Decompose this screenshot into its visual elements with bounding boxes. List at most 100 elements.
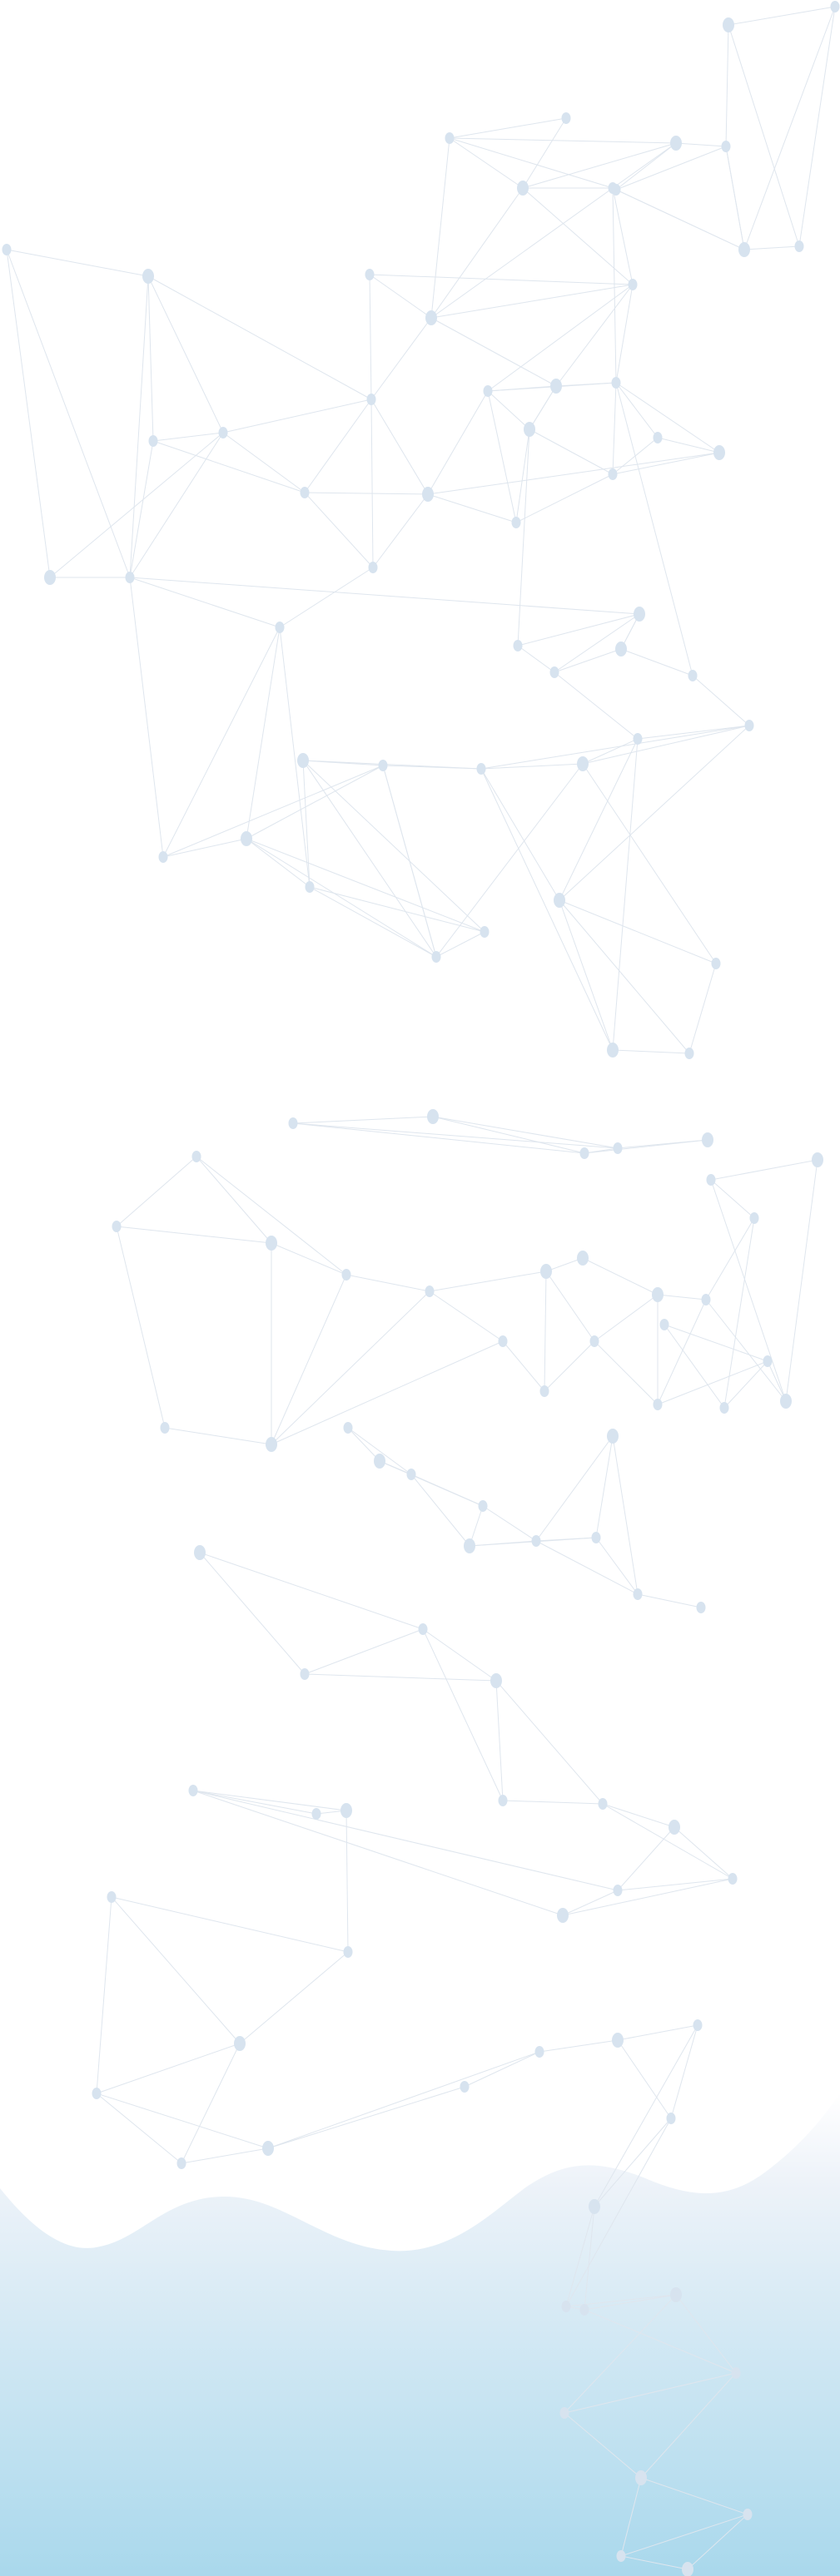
network-node <box>612 2033 624 2048</box>
network-node <box>539 1385 549 1397</box>
network-edge <box>728 6 836 26</box>
network-node <box>513 640 523 651</box>
network-edge <box>96 2093 182 2164</box>
network-node <box>577 756 589 771</box>
network-edge <box>612 142 677 189</box>
network-edge <box>785 1159 818 1402</box>
network-edge <box>612 187 745 250</box>
network-node <box>670 136 682 151</box>
network-edge <box>612 382 617 475</box>
network-edge <box>129 577 164 858</box>
network-edge <box>559 738 639 901</box>
network-node <box>343 1946 353 1958</box>
network-edge <box>615 382 693 676</box>
network-edge <box>495 1680 604 1805</box>
network-edge <box>657 1294 707 1300</box>
network-edge <box>529 385 557 430</box>
network-edge <box>564 2294 677 2414</box>
network-edge <box>246 765 384 840</box>
network-edge <box>615 382 720 453</box>
network-node <box>550 379 562 394</box>
network-edge <box>515 473 614 523</box>
network-edge <box>302 760 485 933</box>
network-edge <box>640 2477 748 2515</box>
network-edge <box>116 1226 166 1429</box>
network-edge <box>192 1790 317 1815</box>
network-edge <box>6 249 51 578</box>
network-edge <box>129 577 640 615</box>
network-node <box>365 269 375 280</box>
network-node <box>305 881 315 893</box>
network-edge <box>129 440 154 578</box>
network-edge <box>705 1217 755 1300</box>
network-edge <box>480 768 560 901</box>
network-node <box>554 893 565 908</box>
network-node <box>579 2304 589 2316</box>
network-edge <box>487 284 634 392</box>
network-node <box>191 1151 201 1162</box>
network-edge <box>116 1156 197 1227</box>
network-edge <box>410 1474 484 1507</box>
network-node <box>266 1437 277 1452</box>
network-node <box>107 1891 117 1903</box>
network-node <box>218 427 228 438</box>
network-node <box>540 1264 552 1279</box>
network-edge <box>565 2206 595 2307</box>
network-edge <box>435 763 584 958</box>
network-node <box>427 1109 439 1124</box>
network-edge <box>565 2118 672 2307</box>
network-edge <box>670 2024 698 2119</box>
network-node <box>158 851 168 863</box>
network-edge <box>555 284 634 387</box>
network-edge <box>410 1474 470 1547</box>
network-edge <box>535 1537 597 1542</box>
network-edge <box>535 1435 614 1542</box>
network-node <box>702 1132 713 1147</box>
network-edge <box>430 187 524 319</box>
network-node <box>561 2301 571 2312</box>
network-edge <box>347 1427 380 1462</box>
network-edge <box>199 1552 306 1675</box>
network-edge <box>369 274 432 319</box>
network-edge <box>798 6 836 247</box>
network-edge <box>449 137 524 189</box>
network-edge <box>487 390 530 430</box>
network-edge <box>222 399 372 433</box>
network-node <box>738 242 750 257</box>
network-edge <box>743 245 800 250</box>
network-node <box>524 422 535 437</box>
network-edge <box>522 142 677 189</box>
network-edge <box>422 1628 497 1682</box>
network-node <box>561 112 571 124</box>
network-edge <box>304 492 374 568</box>
network-node <box>262 2141 274 2156</box>
network-node <box>608 182 618 194</box>
network-edge <box>429 1271 547 1292</box>
network-node <box>744 720 754 731</box>
network-edge <box>6 249 131 578</box>
network-edge <box>582 725 750 765</box>
network-edge <box>449 117 567 139</box>
network-edge <box>522 117 567 189</box>
network-node <box>176 2157 186 2169</box>
network-edge <box>429 1290 504 1342</box>
network-edge <box>302 760 437 958</box>
network-edge <box>345 1810 349 1953</box>
network-edge <box>594 2118 672 2207</box>
network-edge <box>559 725 750 901</box>
network-edge <box>517 645 555 673</box>
network-edge <box>515 429 530 523</box>
network-edge <box>594 1294 659 1342</box>
network-edge <box>267 2051 540 2149</box>
network-edge <box>304 1673 497 1682</box>
network-node <box>483 385 493 397</box>
network-edge <box>539 2039 619 2053</box>
network-edge <box>725 24 729 147</box>
network-node <box>731 2367 741 2379</box>
network-node <box>517 181 529 196</box>
network-edge <box>612 452 720 475</box>
network-node <box>615 642 627 656</box>
network-edge <box>422 1628 504 1801</box>
network-edge <box>192 1790 619 1891</box>
